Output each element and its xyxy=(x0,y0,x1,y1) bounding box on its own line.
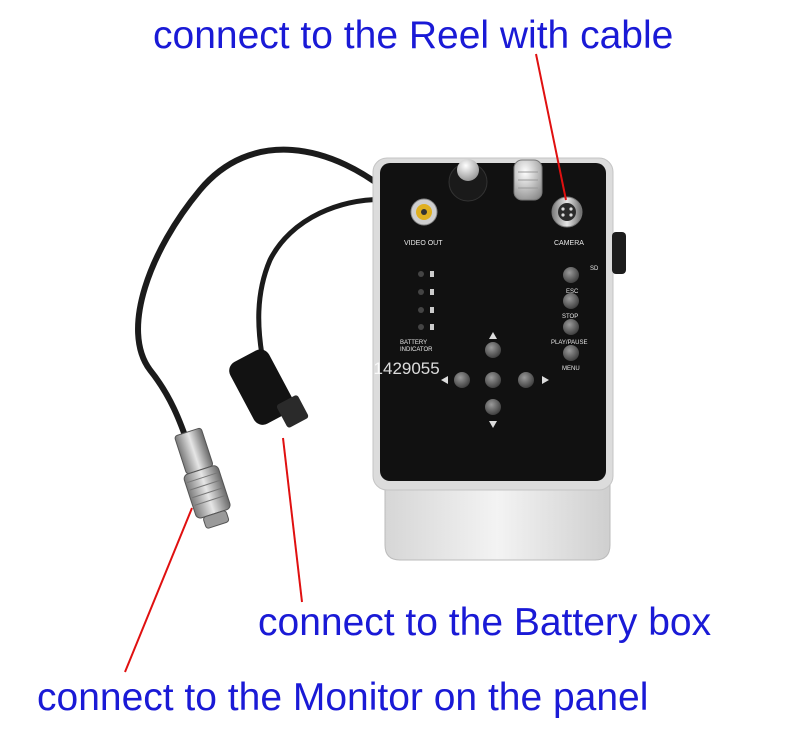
video-out-jack xyxy=(410,198,438,226)
esc-label: ESC xyxy=(566,289,579,295)
focus-knob xyxy=(448,159,488,202)
camera-label: CAMERA xyxy=(554,240,584,247)
control-box xyxy=(372,157,626,561)
esc-button[interactable] xyxy=(563,293,579,309)
right-arrow-icon xyxy=(542,376,549,384)
reel-pointer-arrow xyxy=(535,53,567,201)
stop-label: STOP xyxy=(562,314,578,320)
play-pause-label: PLAY/PAUSE xyxy=(551,340,587,346)
left-arrow-icon xyxy=(441,376,448,384)
battery-caption: connect to the Battery box xyxy=(258,601,712,644)
sd-label: SD xyxy=(590,266,599,272)
battery-plug xyxy=(229,349,309,428)
down-arrow-icon xyxy=(489,421,497,428)
direction-pad xyxy=(441,332,549,428)
left-button[interactable] xyxy=(454,372,470,388)
down-button[interactable] xyxy=(485,399,501,415)
camera-connector xyxy=(551,196,583,228)
play-pause-button[interactable] xyxy=(563,345,579,361)
monitor-caption: connect to the Monitor on the panel xyxy=(37,676,649,719)
ok-button[interactable] xyxy=(485,372,501,388)
monitor-pointer-arrow xyxy=(124,507,193,673)
battery-indicator-leds xyxy=(418,271,434,330)
video-out-label: VIDEO OUT xyxy=(404,240,443,247)
right-button[interactable] xyxy=(518,372,534,388)
monitor-connector xyxy=(174,427,231,529)
monitor-cable xyxy=(135,146,401,453)
sd-button[interactable] xyxy=(563,267,579,283)
store-watermark: Store No: 1429055 xyxy=(297,359,440,378)
up-arrow-icon xyxy=(489,332,497,339)
battery-indicator-label-1: BATTERY xyxy=(400,340,427,346)
up-button[interactable] xyxy=(485,342,501,358)
battery-indicator-label-2: INDICATOR xyxy=(400,347,433,353)
menu-label: MENU xyxy=(562,366,580,372)
brightness-knob xyxy=(513,159,543,201)
battery-cable xyxy=(256,196,401,358)
stop-button[interactable] xyxy=(563,319,579,335)
battery-pointer-arrow xyxy=(282,437,303,603)
reel-caption: connect to the Reel with cable xyxy=(153,14,674,57)
